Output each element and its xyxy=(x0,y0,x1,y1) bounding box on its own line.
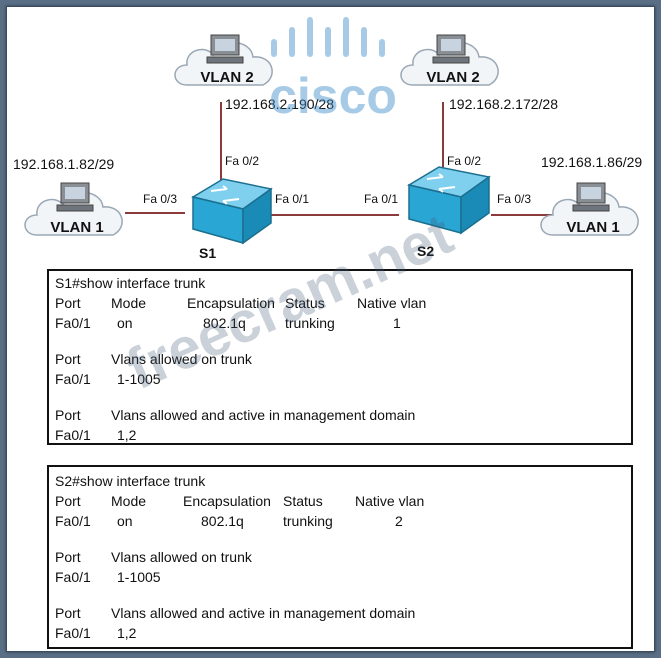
active-port-header: Port xyxy=(55,605,81,621)
row-native-vlan: 2 xyxy=(395,513,403,529)
s1-trunk-output: S1#show interface trunk Port Mode Encaps… xyxy=(47,269,633,445)
row-port: Fa0/1 xyxy=(55,315,91,331)
active-value: 1,2 xyxy=(117,427,137,443)
allowed-port: Fa0/1 xyxy=(55,371,91,387)
header-port: Port xyxy=(55,295,81,311)
row-encapsulation: 802.1q xyxy=(203,315,246,331)
header-mode: Mode xyxy=(111,295,147,311)
command-line: S1#show interface trunk xyxy=(55,275,206,291)
row-native-vlan: 1 xyxy=(393,315,401,331)
allowed-label: Vlans allowed on trunk xyxy=(111,351,252,367)
s2-port-right: Fa 0/3 xyxy=(497,192,532,206)
host-top-right-cloud: VLAN 2 xyxy=(400,34,499,86)
header-status: Status xyxy=(283,493,323,509)
active-port: Fa0/1 xyxy=(55,625,91,641)
row-mode: on xyxy=(117,315,133,331)
allowed-port: Fa0/1 xyxy=(55,569,91,585)
active-port: Fa0/1 xyxy=(55,427,91,443)
ip-right: 192.168.1.86/29 xyxy=(541,154,643,170)
switch-s1-icon xyxy=(191,178,273,245)
allowed-port-header: Port xyxy=(55,549,81,565)
host-top-left-cloud: VLAN 2 xyxy=(174,34,273,86)
allowed-value: 1-1005 xyxy=(117,371,161,387)
header-mode: Mode xyxy=(111,493,147,509)
ip-top-left: 192.168.2.190/28 xyxy=(225,96,334,112)
vlan-label: VLAN 2 xyxy=(200,69,253,86)
active-label: Vlans allowed and active in management d… xyxy=(111,605,416,621)
s2-trunk-output: S2#show interface trunk Port Mode Encaps… xyxy=(47,465,633,649)
s1-port-left: Fa 0/3 xyxy=(143,192,178,206)
header-port: Port xyxy=(55,493,81,509)
row-mode: on xyxy=(117,513,133,529)
vlan-label: VLAN 1 xyxy=(50,219,103,236)
row-port: Fa0/1 xyxy=(55,513,91,529)
vlan-label: VLAN 2 xyxy=(426,69,479,86)
s2-port-top: Fa 0/2 xyxy=(447,154,482,168)
diagram-frame: VLAN 2 VLAN 2 VLAN 1 VLAN 1 192.168.2.19… xyxy=(6,6,655,652)
row-status: trunking xyxy=(283,513,333,529)
row-status: trunking xyxy=(285,315,335,331)
allowed-value: 1-1005 xyxy=(117,569,161,585)
switch-s1-label: S1 xyxy=(199,245,217,261)
active-label: Vlans allowed and active in management d… xyxy=(111,407,416,423)
host-left-cloud: VLAN 1 xyxy=(24,182,123,236)
header-status: Status xyxy=(285,295,325,311)
active-value: 1,2 xyxy=(117,625,137,641)
switch-s2-label: S2 xyxy=(417,243,435,259)
s1-port-right: Fa 0/1 xyxy=(275,192,310,206)
allowed-port-header: Port xyxy=(55,351,81,367)
s2-port-left: Fa 0/1 xyxy=(364,192,399,206)
allowed-label: Vlans allowed on trunk xyxy=(111,549,252,565)
header-encapsulation: Encapsulation xyxy=(187,295,275,311)
active-port-header: Port xyxy=(55,407,81,423)
header-native-vlan: Native vlan xyxy=(357,295,427,311)
ip-left: 192.168.1.82/29 xyxy=(13,156,115,172)
cisco-logo-watermark: cisco xyxy=(269,17,397,119)
ip-top-right: 192.168.2.172/28 xyxy=(449,96,558,112)
vlan-label: VLAN 1 xyxy=(566,219,619,236)
header-native-vlan: Native vlan xyxy=(355,493,425,509)
row-encapsulation: 802.1q xyxy=(201,513,244,529)
switch-s2-icon xyxy=(407,166,491,235)
cisco-logo-text: cisco xyxy=(269,68,397,119)
header-encapsulation: Encapsulation xyxy=(183,493,271,509)
s1-port-top: Fa 0/2 xyxy=(225,154,260,168)
host-right-cloud: VLAN 1 xyxy=(540,182,639,236)
command-line: S2#show interface trunk xyxy=(55,473,206,489)
